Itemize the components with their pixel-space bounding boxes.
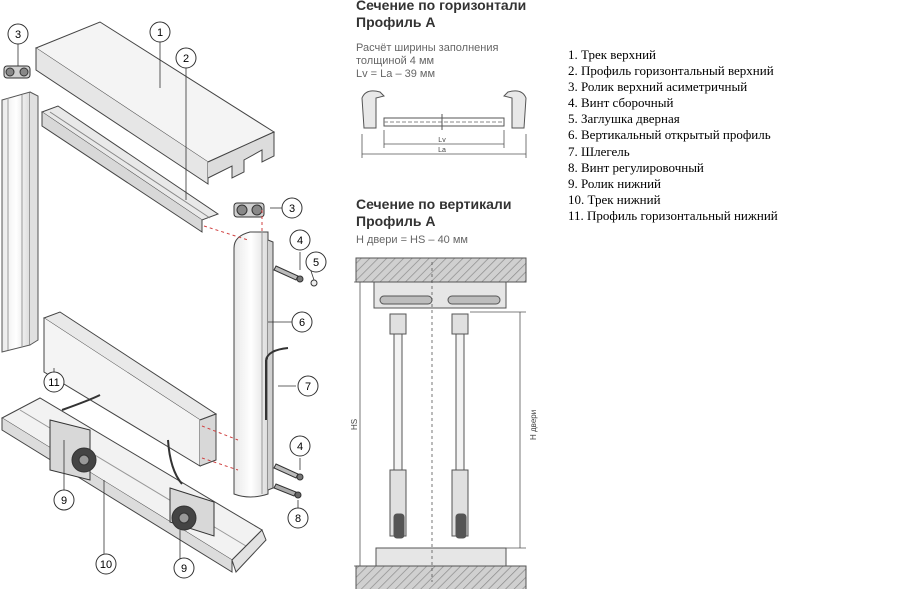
la-dimension-label: La — [438, 147, 446, 154]
callout-9-left: 9 — [53, 489, 75, 511]
assembly-screw-top — [273, 265, 304, 283]
callout-4-top: 4 — [289, 229, 311, 251]
callout-6: 6 — [291, 311, 313, 333]
callout-4-bottom: 4 — [289, 435, 311, 457]
floor-slab — [355, 565, 527, 589]
legend-item: 2. Профиль горизонтальный верхний — [568, 63, 774, 79]
svg-text:4: 4 — [297, 441, 303, 453]
svg-text:6: 6 — [299, 317, 305, 329]
door-height-dimension-label: Н двери — [529, 410, 538, 440]
svg-text:3: 3 — [15, 29, 21, 41]
legend-item: 1. Трек верхний — [568, 47, 656, 62]
callout-8: 8 — [287, 507, 309, 529]
vertical-open-profile — [233, 231, 274, 498]
callout-5: 5 — [305, 251, 327, 273]
adjusting-screw — [273, 483, 302, 499]
callout-9-right: 9 — [173, 557, 195, 579]
svg-text:11: 11 — [48, 377, 59, 389]
parts-legend: 1. Трек верхний 2. Профиль горизонтальны… — [568, 47, 778, 224]
horizontal-section-note-line2: толщиной 4 мм — [356, 55, 435, 67]
legend-item: 10. Трек нижний — [568, 191, 661, 207]
assembly-lines — [201, 210, 263, 471]
legend-item: 8. Винт регулировочный — [568, 159, 704, 175]
legend-item: 4. Винт сборочный — [568, 95, 674, 111]
horizontal-section-drawing: Lv La — [361, 90, 527, 158]
top-horizontal-profile — [40, 105, 220, 233]
legend-item: 6. Вертикальный открытый профиль — [568, 127, 771, 143]
top-roller-left — [3, 65, 31, 79]
bottom-roller-left — [49, 394, 101, 481]
dimension-lines — [354, 262, 526, 582]
door-plug — [310, 279, 318, 287]
exploded-assembly-drawing: 1 2 3 3 4 4 5 6 7 8 9 9 10 11 — [0, 21, 327, 579]
svg-text:9: 9 — [61, 495, 67, 507]
callout-3-right: 3 — [281, 197, 303, 219]
horizontal-section-note-line1: Расчёт ширины заполнения — [356, 42, 499, 54]
legend-item: 9. Ролик нижний — [568, 175, 662, 191]
hs-dimension-label: HS — [350, 419, 359, 430]
top-track — [34, 21, 276, 185]
svg-text:7: 7 — [305, 381, 311, 393]
brush-seal — [265, 347, 289, 420]
svg-text:9: 9 — [181, 563, 187, 575]
svg-text:4: 4 — [297, 235, 303, 247]
left-vertical-profile — [1, 91, 39, 353]
legend-item: 7. Шлегель — [568, 143, 630, 159]
callout-2: 2 — [175, 47, 197, 69]
bottom-roller-right — [167, 439, 215, 537]
horizontal-section-title-line1: Сечение по горизонтали — [356, 0, 527, 13]
callout-3-left: 3 — [7, 23, 29, 45]
legend-item: 11. Профиль горизонтальный нижний — [568, 207, 778, 223]
svg-text:3: 3 — [289, 203, 295, 215]
ceiling-slab — [355, 257, 527, 283]
callout-1: 1 — [149, 21, 171, 43]
horizontal-section-title-line2: Профиль А — [356, 14, 436, 30]
horizontal-section-formula: Lv = La – 39 мм — [356, 68, 436, 80]
vertical-section-drawing: HS Н двери — [350, 257, 538, 589]
vertical-section-title-line2: Профиль А — [356, 213, 436, 229]
bottom-track-section — [375, 547, 507, 567]
svg-text:10: 10 — [100, 559, 112, 571]
legend-item: 5. Заглушка дверная — [568, 111, 680, 127]
door-leaf-left — [389, 313, 407, 539]
callout-10: 10 — [95, 553, 117, 575]
top-track-section — [373, 281, 507, 309]
vertical-section-formula: Н двери = HS – 40 мм — [356, 234, 468, 246]
callout-7: 7 — [297, 375, 319, 397]
legend-item: 3. Ролик верхний асиметричный — [568, 79, 748, 95]
lv-dimension-label: Lv — [438, 137, 446, 144]
top-roller-right — [233, 202, 265, 218]
svg-text:8: 8 — [295, 513, 301, 525]
vertical-section-title-line1: Сечение по вертикали — [356, 196, 512, 212]
assembly-screw-bottom — [273, 463, 304, 481]
callout-11: 11 — [43, 371, 65, 393]
svg-text:1: 1 — [157, 27, 163, 39]
door-leaf-right — [451, 313, 469, 539]
svg-text:5: 5 — [313, 257, 319, 269]
svg-text:2: 2 — [183, 53, 189, 65]
